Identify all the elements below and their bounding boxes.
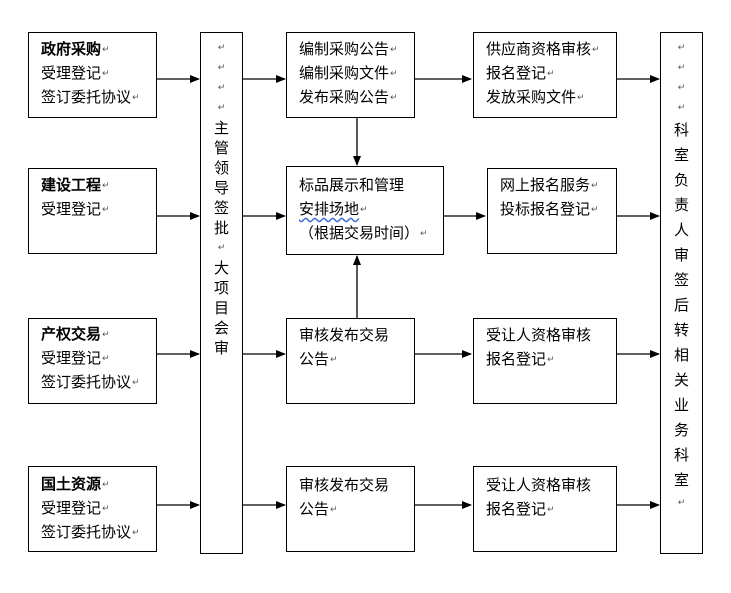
final-char: 相 [673, 346, 689, 364]
final-char: 审 [673, 246, 689, 264]
final-char: 责 [673, 196, 689, 214]
final-char: 负 [673, 171, 689, 189]
final-char: 人 [673, 221, 689, 239]
final-char: 后 [673, 296, 689, 314]
right-line: 受让人资格审核 [486, 326, 592, 344]
right-line: 受让人资格审核 [486, 476, 592, 494]
final-char: 签 [673, 271, 689, 289]
approval-char: 主 [213, 119, 229, 137]
approval-char: 批 [213, 219, 229, 237]
approval-column-text: ↵ ↵ ↵ ↵ 主 管 领 导 签 批 ↵ 大 项 目 会 审 [200, 38, 243, 358]
mid-line: 发布采购公告 [299, 88, 390, 106]
source-line: 受理登记 [41, 200, 102, 218]
right-line: 投标报名登记 [500, 200, 591, 218]
mid-line: 安排场地 [299, 200, 360, 218]
source-line: 受理登记 [41, 499, 102, 517]
mid-box-trade-announcement-2 [286, 466, 415, 552]
right-line: 发放采购文件 [486, 88, 577, 106]
mid-line: 审核发布交易 [299, 476, 390, 494]
source-title: 产权交易 [41, 325, 102, 343]
approval-column-box [200, 32, 243, 554]
source-box-property-rights [28, 318, 157, 404]
source-title: 建设工程 [41, 176, 102, 194]
final-char: 转 [673, 321, 689, 339]
final-char: 关 [673, 371, 689, 389]
mid-box-exhibition-venue [286, 166, 444, 255]
source-line: 受理登记 [41, 64, 102, 82]
right-line: 报名登记 [486, 500, 547, 518]
mid-line: 公告 [299, 350, 330, 368]
source-box-government-procurement [28, 32, 157, 118]
final-column-text: ↵ ↵ ↵ ↵ 科 室 负 责 人 审 签 后 转 相 关 业 务 科 室 ↵ [660, 38, 703, 513]
right-line: 报名登记 [486, 64, 547, 82]
right-box-supplier-review [473, 32, 617, 118]
mid-box-trade-announcement-1 [286, 318, 415, 404]
mid-line: 审核发布交易 [299, 326, 390, 344]
source-title: 国土资源 [41, 475, 102, 493]
approval-char: 审 [213, 339, 229, 357]
approval-char: 管 [213, 139, 229, 157]
approval-char: 会 [213, 319, 229, 337]
approval-char: 大 [213, 259, 229, 277]
right-box-transferee-review-1 [473, 318, 617, 404]
final-char: 业 [673, 396, 689, 414]
source-box-construction [28, 168, 157, 254]
approval-char: 领 [213, 159, 229, 177]
final-char: 务 [673, 421, 689, 439]
source-title: 政府采购 [41, 40, 102, 58]
right-line: 报名登记 [486, 350, 547, 368]
source-box-land-resources [28, 466, 157, 552]
right-line: 网上报名服务 [500, 176, 591, 194]
approval-char: 目 [213, 299, 229, 317]
approval-char: 签 [213, 199, 229, 217]
mid-box-procurement-announcement [286, 32, 415, 118]
final-char: 科 [673, 446, 689, 464]
mid-line: 编制采购公告 [299, 40, 390, 58]
source-line: 签订委托协议 [41, 523, 132, 541]
mid-line: 编制采购文件 [299, 64, 390, 82]
right-box-online-registration [487, 168, 617, 254]
final-column-box [660, 32, 703, 554]
source-line: 受理登记 [41, 349, 102, 367]
final-char: 室 [673, 146, 689, 164]
approval-char: 导 [213, 179, 229, 197]
mid-line: （根据交易时间） [299, 224, 420, 242]
approval-char: 项 [213, 279, 229, 297]
right-box-transferee-review-2 [473, 466, 617, 552]
source-line: 签订委托协议 [41, 373, 132, 391]
final-char: 室 [673, 471, 689, 489]
mid-line: 公告 [299, 500, 330, 518]
final-char: 科 [673, 121, 689, 139]
right-line: 供应商资格审核 [486, 40, 592, 58]
source-line: 签订委托协议 [41, 88, 132, 106]
mid-line: 标品展示和管理 [299, 176, 405, 194]
